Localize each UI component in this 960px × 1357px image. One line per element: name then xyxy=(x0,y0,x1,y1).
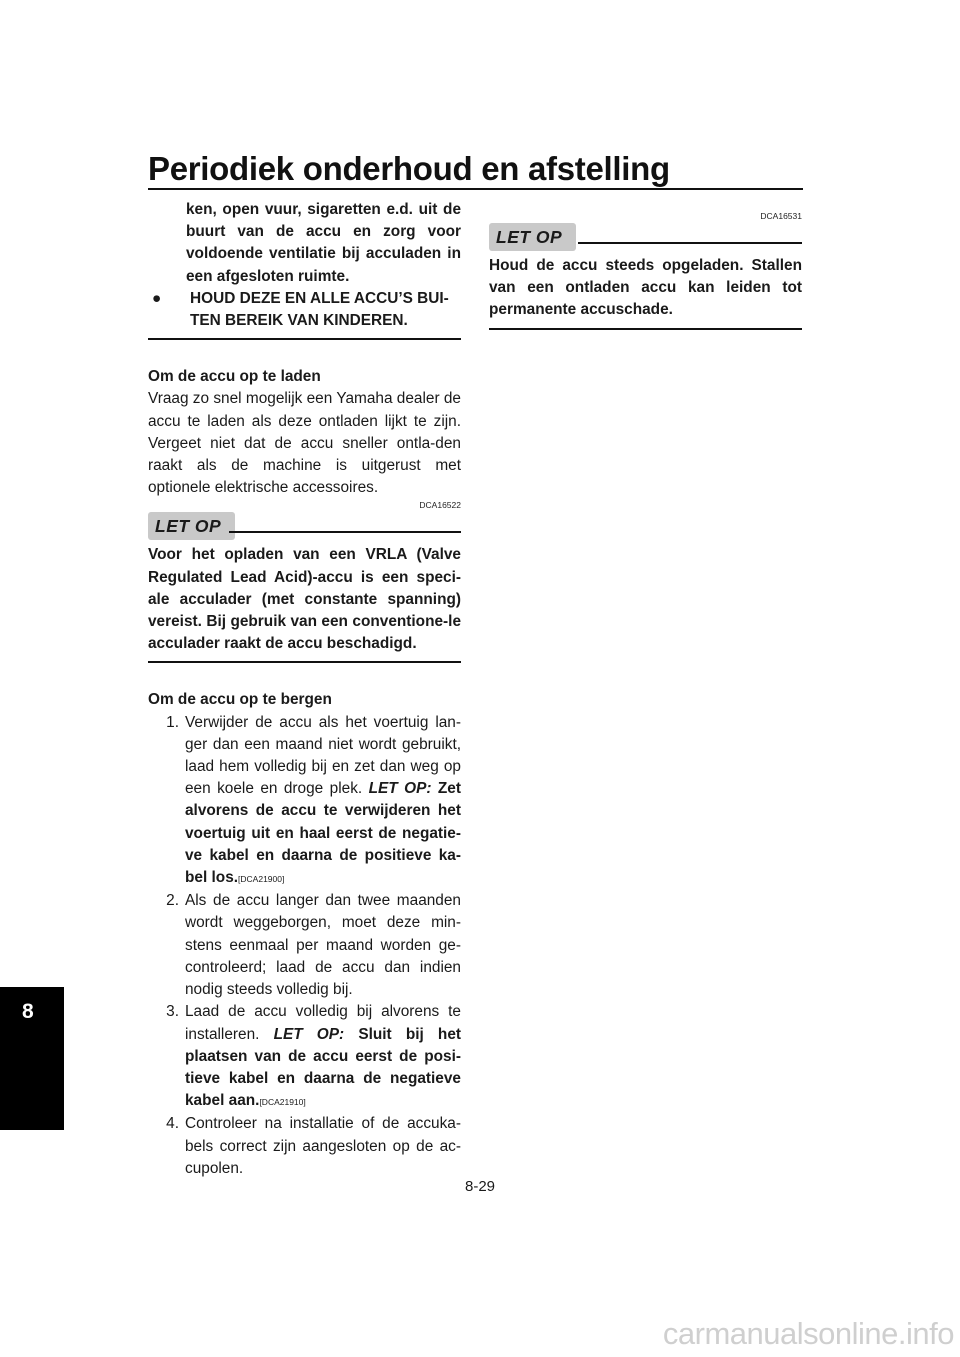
warning-bullet: ● HOUD DEZE EN ALLE ACCU’S BUI-TEN BEREI… xyxy=(148,288,461,332)
step-number: 1. xyxy=(166,713,179,731)
caution-code: [DCA21910] xyxy=(259,1097,306,1108)
step-number: 3. xyxy=(166,1003,179,1021)
caution-text: Sluit bij het plaatsen van de accu eerst… xyxy=(185,1025,462,1110)
charge-heading: Om de accu op te laden xyxy=(148,368,321,386)
notice-text: Voor het opladen van een VRLA (Valve Reg… xyxy=(148,546,461,653)
step-number: 4. xyxy=(166,1115,179,1133)
step-text: Verwijder de accu als het voertuig lan-g… xyxy=(185,713,461,887)
warning-continuation: ken, open vuur, sigaretten e.d. uit de b… xyxy=(186,201,461,285)
warning-bullet-text: HOUD DEZE EN ALLE ACCU’S BUI-TEN BEREIK … xyxy=(190,289,449,330)
step-text: Laad de accu volledig bij alvorens te in… xyxy=(185,1003,462,1110)
caution-code: [DCA21900] xyxy=(238,874,285,885)
list-item: 3. Laad de accu volledig bij alvorens te… xyxy=(148,1001,461,1113)
notice-text: Houd de accu steeds opgeladen. Stallen v… xyxy=(489,257,802,319)
step-text: Controleer na installatie of de accuka-b… xyxy=(185,1115,461,1177)
page-number: 8-29 xyxy=(464,1178,496,1195)
notice-label: LET OP xyxy=(489,223,577,251)
right-column: DCA16531 LET OP Houd de accu steeds opge… xyxy=(489,199,802,330)
page-title: Periodiek onderhoud en afstelling xyxy=(148,150,670,187)
notice-header: LET OP xyxy=(489,221,802,251)
notice-end-rule xyxy=(148,661,461,664)
notice-header: LET OP xyxy=(148,510,461,541)
caution-label: LET OP: xyxy=(368,780,432,798)
warning-end-rule xyxy=(148,338,461,341)
watermark: carmanualsonline.info xyxy=(662,1316,955,1351)
notice-code: DCA16531 xyxy=(760,211,802,221)
step-number: 2. xyxy=(166,892,179,910)
charge-body: Vraag zo snel mogelijk een Yamaha dealer… xyxy=(148,390,461,497)
list-item: 2. Als de accu langer dan twee maanden w… xyxy=(148,890,461,1001)
store-heading: Om de accu op te bergen xyxy=(148,691,332,709)
left-column: ken, open vuur, sigaretten e.d. uit de b… xyxy=(148,199,461,1180)
chapter-number: 8 xyxy=(22,1000,34,1023)
caution-text: Zet alvorens de accu te verwijderen het … xyxy=(185,780,461,887)
list-item: 1. Verwijder de accu als het voertuig la… xyxy=(148,712,461,891)
header-rule xyxy=(148,188,803,190)
step-text: Als de accu langer dan twee maanden word… xyxy=(185,892,461,999)
list-item: 4. Controleer na installatie of de accuk… xyxy=(148,1113,461,1180)
caution-label: LET OP: xyxy=(273,1025,345,1043)
notice-end-rule xyxy=(489,327,802,330)
notice-header-rule xyxy=(578,242,802,244)
notice-header-rule xyxy=(229,531,461,534)
store-steps-list: 1. Verwijder de accu als het voertuig la… xyxy=(148,712,461,1180)
chapter-tab: 8 xyxy=(0,987,64,1130)
bullet-dot-icon: ● xyxy=(152,289,162,307)
notice-code: DCA16522 xyxy=(419,500,461,511)
notice-label: LET OP xyxy=(148,512,236,541)
